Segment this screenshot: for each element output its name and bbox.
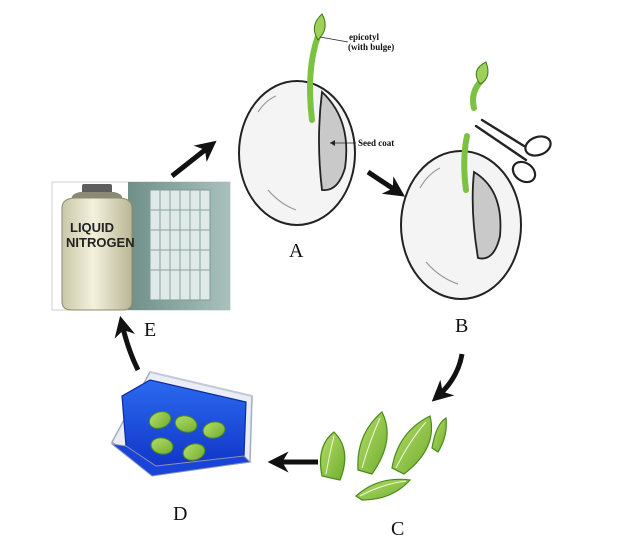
cut-stem: [461, 133, 470, 193]
nitrogen-tank-photo: LIQUID NITROGEN: [61, 184, 135, 311]
arrow-a-to-b: [366, 169, 405, 197]
excised-leaves-illustration: [319, 411, 447, 501]
silica-gel-box-illustration: [110, 371, 253, 477]
epicotyl-stem: [307, 33, 321, 123]
seed-a-illustration: [238, 13, 356, 226]
liquid-nitrogen-photo: LIQUID NITROGEN: [51, 181, 231, 311]
arrow-e-to-a: [170, 140, 217, 178]
stage-a-label: A: [289, 240, 304, 262]
stage-e-label: E: [144, 319, 156, 341]
stage-c-label: C: [391, 518, 404, 540]
tank-label-line2: NITROGEN: [66, 235, 135, 250]
tank-label-line1: LIQUID: [70, 220, 114, 235]
seed-b-illustration: [400, 133, 522, 300]
epicotyl-tip: [313, 13, 326, 41]
stage-b-label: B: [455, 315, 468, 337]
seed-coat-callout: Seed coat: [330, 138, 394, 148]
epicotyl-sublabel: (with bulge): [348, 42, 394, 52]
cut-shoot-tip: [470, 61, 489, 111]
seed-coat-label: Seed coat: [358, 138, 394, 148]
epicotyl-callout: epicotyl (with bulge): [319, 32, 394, 52]
epicotyl-label: epicotyl: [349, 32, 379, 42]
arrow-d-to-e: [114, 315, 141, 372]
scissors-icon: [474, 118, 552, 184]
arrow-b-to-c: [431, 353, 465, 402]
stage-d-label: D: [173, 503, 187, 525]
seed-cavity: [318, 90, 348, 191]
